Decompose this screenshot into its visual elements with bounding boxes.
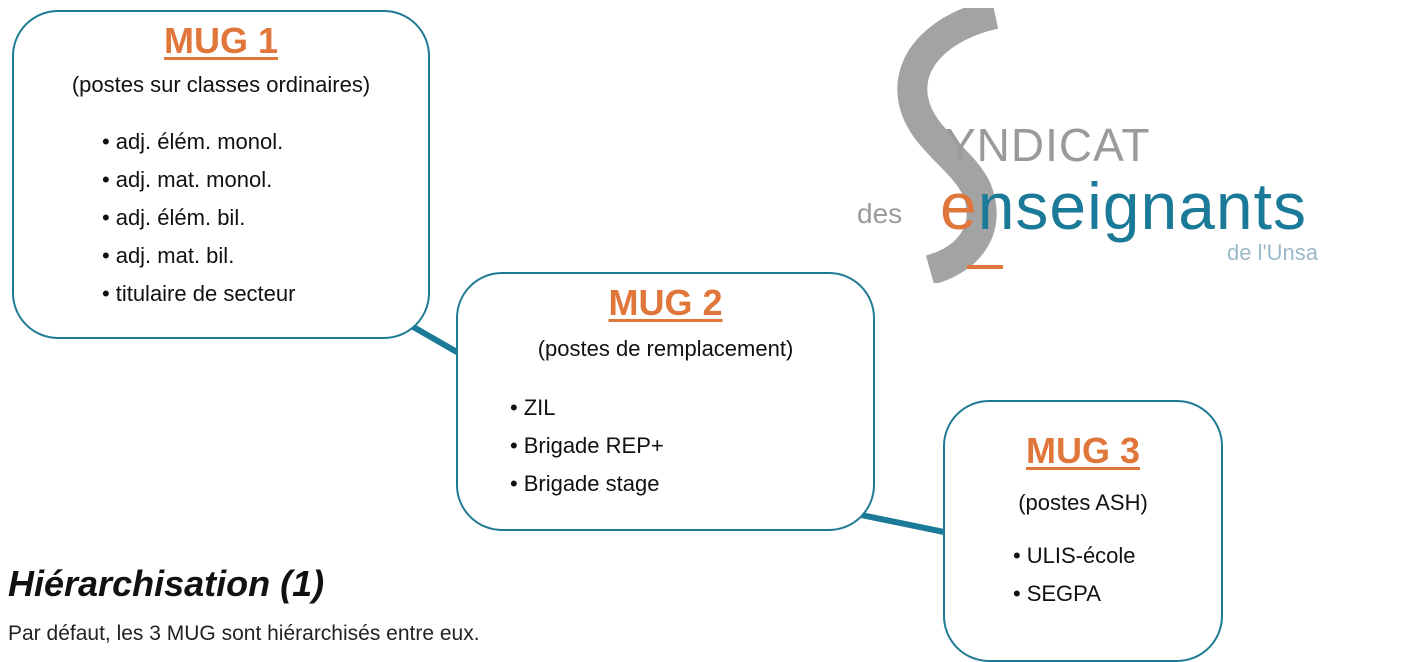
mug1-item: adj. élém. monol. — [102, 123, 295, 161]
logo-enseignants-rest: nseignants — [977, 169, 1307, 243]
logo-s-swoosh — [897, 8, 1003, 283]
page-caption: Par défaut, les 3 MUG sont hiérarchisés … — [8, 622, 480, 645]
mug2-subtitle: (postes de remplacement) — [537, 336, 794, 361]
logo-unsa-text: de l'Unsa — [1227, 240, 1319, 265]
mug2-title: MUG 2 — [608, 282, 723, 323]
mug1-box: MUG 1 (postes sur classes ordinaires) ad… — [12, 10, 430, 339]
mug2-item: Brigade stage — [510, 465, 664, 503]
mug2-item: ZIL — [510, 389, 664, 427]
mug3-item: SEGPA — [1013, 575, 1136, 613]
mug1-item: adj. élém. bil. — [102, 199, 295, 237]
mug2-item-list: ZIL Brigade REP+ Brigade stage — [510, 389, 664, 503]
mug1-item: adj. mat. monol. — [102, 161, 295, 199]
logo-enseignants-text: enseignants — [940, 168, 1307, 244]
mug3-subtitle: (postes ASH) — [1018, 490, 1148, 515]
page-heading: Hiérarchisation (1) — [8, 563, 325, 604]
mug1-item: adj. mat. bil. — [102, 237, 295, 275]
mug3-title: MUG 3 — [1025, 430, 1140, 471]
logo-des-text: des — [857, 198, 903, 229]
mug2-item: Brigade REP+ — [510, 427, 664, 465]
mug1-item: titulaire de secteur — [102, 275, 296, 313]
mug2-box: MUG 2 (postes de remplacement) ZIL Briga… — [456, 272, 875, 531]
syndicat-logo: YNDICAT des enseignants de l'Unsa — [845, 8, 1405, 283]
logo-enseignants-first-letter: e — [940, 169, 978, 243]
mug1-subtitle: (postes sur classes ordinaires) — [71, 72, 371, 97]
mug3-item-list: ULIS-école SEGPA — [1013, 537, 1136, 613]
mug1-item-list: adj. élém. monol. adj. mat. monol. adj. … — [102, 123, 296, 313]
mug3-box: MUG 3 (postes ASH) ULIS-école SEGPA — [943, 400, 1223, 662]
logo-orange-dash — [967, 265, 1003, 269]
mug1-title: MUG 1 — [163, 20, 278, 61]
logo-syndicat-text: YNDICAT — [945, 119, 1151, 171]
mug3-item: ULIS-école — [1013, 537, 1136, 575]
